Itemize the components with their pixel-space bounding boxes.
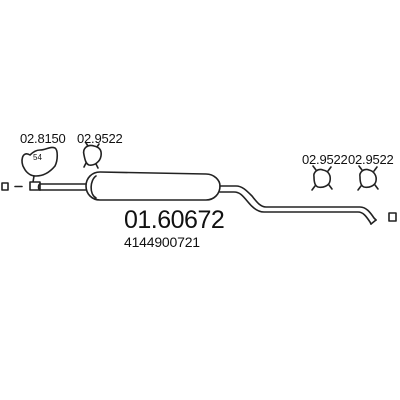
hanger-1-part-code: 02.9522: [77, 131, 123, 146]
hanger-2-part-code: 02.9522: [302, 152, 348, 167]
hanger-2-illustration: [311, 165, 333, 191]
clamp-size-label: 54: [33, 153, 42, 162]
middle-silencer-illustration: [37, 171, 377, 225]
clamp-part-code: 02.8150: [20, 131, 66, 146]
hanger-3-part-code: 02.9522: [348, 152, 394, 167]
hanger-3-illustration: [357, 165, 379, 191]
oem-number: 4144900721: [124, 234, 200, 250]
right-connector-mark: [388, 212, 397, 222]
main-part-code: 01.60672: [124, 206, 225, 234]
hanger-1-illustration: [82, 142, 102, 169]
left-connector-mark: [1, 182, 23, 191]
